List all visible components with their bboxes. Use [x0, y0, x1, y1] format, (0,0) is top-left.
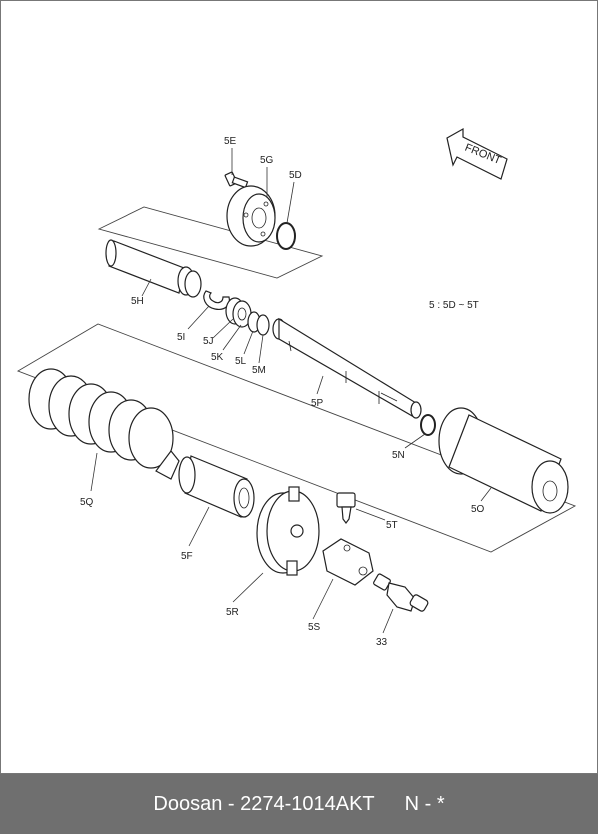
- exploded-parts-diagram: FRONT: [16, 127, 577, 648]
- tube-5f: [178, 455, 255, 518]
- label-5m: 5M: [252, 365, 266, 376]
- label-5p: 5P: [311, 398, 324, 409]
- label-5o: 5O: [471, 504, 485, 515]
- split-ring-5i: [203, 290, 230, 310]
- spring-5q: [28, 368, 180, 480]
- footer-part-number: Doosan - 2274-1014AKT: [153, 792, 375, 815]
- label-5q: 5Q: [80, 497, 94, 508]
- o-ring-5d: [276, 222, 296, 250]
- cylinder-5h: [105, 239, 202, 298]
- bearing-5j: [225, 297, 252, 328]
- hex-block-5s: [322, 538, 374, 586]
- lower-guide-frame: [16, 323, 577, 553]
- label-5f: 5F: [181, 551, 193, 562]
- label-5s: 5S: [308, 622, 321, 633]
- cylinder-5o: [438, 407, 569, 514]
- label-5g: 5G: [260, 155, 274, 166]
- label-5d: 5D: [289, 170, 302, 181]
- label-5i: 5I: [177, 332, 185, 343]
- label-5t: 5T: [386, 520, 398, 531]
- diagram-frame: FRONT: [0, 0, 598, 774]
- label-5l: 5L: [235, 356, 247, 367]
- front-arrow-icon: FRONT: [446, 127, 508, 180]
- label-5e: 5E: [224, 136, 237, 147]
- label-33: 33: [376, 637, 388, 648]
- label-5j: 5J: [203, 336, 214, 347]
- disc-5r: [256, 486, 320, 576]
- shaft-5p: [272, 317, 422, 419]
- flange-5g: [226, 185, 276, 247]
- leader-lines: [90, 148, 492, 634]
- bolt-5t: [336, 492, 356, 524]
- grease-fitting-33: [373, 573, 429, 612]
- label-5k: 5K: [211, 352, 224, 363]
- bolt-5e: [224, 171, 249, 189]
- o-ring-5n: [420, 414, 436, 436]
- footer-bar: Doosan - 2274-1014AKT N - *: [0, 774, 598, 834]
- label-5n: 5N: [392, 450, 405, 461]
- assembly-note: 5 : 5D ~ 5T: [429, 300, 479, 311]
- upper-guide-frame: [97, 206, 324, 279]
- footer-code: N - *: [404, 792, 445, 815]
- label-5r: 5R: [226, 607, 239, 618]
- washer-5m: [256, 314, 270, 336]
- label-5h: 5H: [131, 296, 144, 307]
